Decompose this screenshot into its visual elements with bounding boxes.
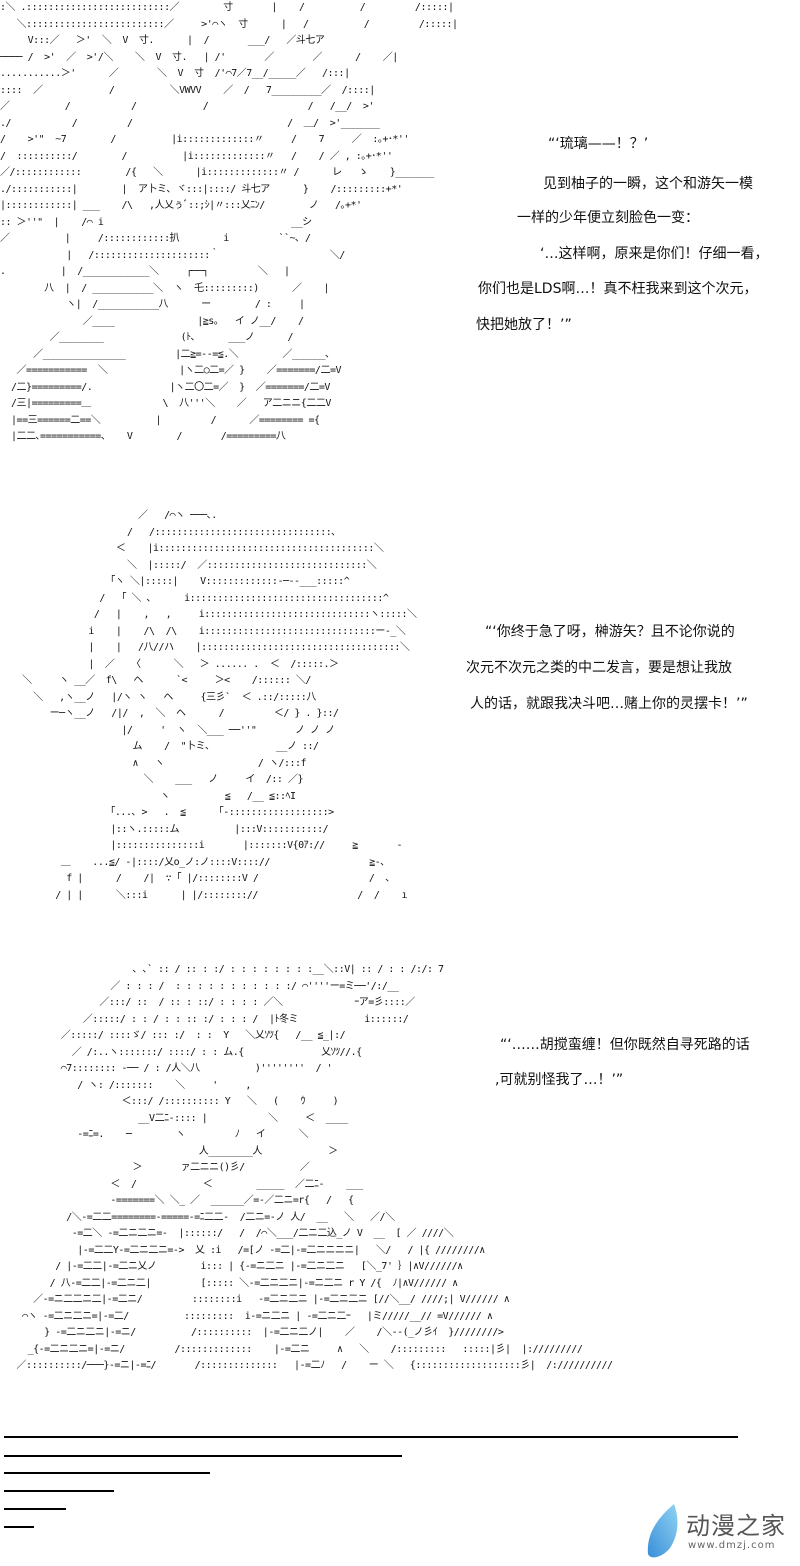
- divider-line: [4, 1455, 402, 1457]
- dialogue-line: 人的话，就跟我决斗吧…赌上你的灵摆卡！’”: [470, 696, 748, 712]
- ascii-art-panel-1: :＼ .::::::::::::::::::::::::::／ 寸 | / / …: [0, 2, 458, 442]
- watermark-name: 动漫之家: [686, 1512, 786, 1540]
- ascii-art-panel-2: ／ /⌒ヽ ───､. / /:::::::::::::::::::::::::…: [22, 510, 417, 901]
- dialogue-line: “‘你终于急了呀，榊游矢？且不论你说的: [485, 624, 735, 640]
- divider-line: [4, 1490, 114, 1492]
- dialogue-line: 一样的少年便立刻脸色一变：: [517, 210, 699, 226]
- dialogue-line: 次元不次元之类的中二发言，要是想让我放: [466, 660, 732, 676]
- ascii-art-panel-3: ､ ､` :: / :: : :/ : : : : : : : :__＼::V|…: [16, 964, 613, 1371]
- divider-line: [4, 1472, 210, 1474]
- watermark-url: www.dmzj.com: [688, 1540, 776, 1551]
- dialogue-line: “‘琉璃——！？’: [548, 136, 649, 152]
- watermark-logo: 动漫之家 www.dmzj.com: [640, 1502, 800, 1562]
- dialogue-line: ,可就别怪我了…！’”: [495, 1072, 624, 1088]
- feather-icon: [647, 1504, 678, 1558]
- dialogue-line: “‘……胡搅蛮缠！但你既然自寻死路的话: [500, 1037, 750, 1053]
- dialogue-line: 快把她放了！’”: [476, 317, 572, 333]
- dialogue-line: 你们也是LDS啊…！真不枉我来到这个次元，: [478, 281, 758, 297]
- dialogue-line: 见到柚子的一瞬，这个和游矢一模: [543, 176, 753, 192]
- dialogue-line: ‘…这样啊，原来是你们！仔细一看，: [540, 246, 769, 262]
- divider-line: [4, 1526, 34, 1528]
- divider-line: [4, 1436, 738, 1438]
- divider-line: [4, 1508, 66, 1510]
